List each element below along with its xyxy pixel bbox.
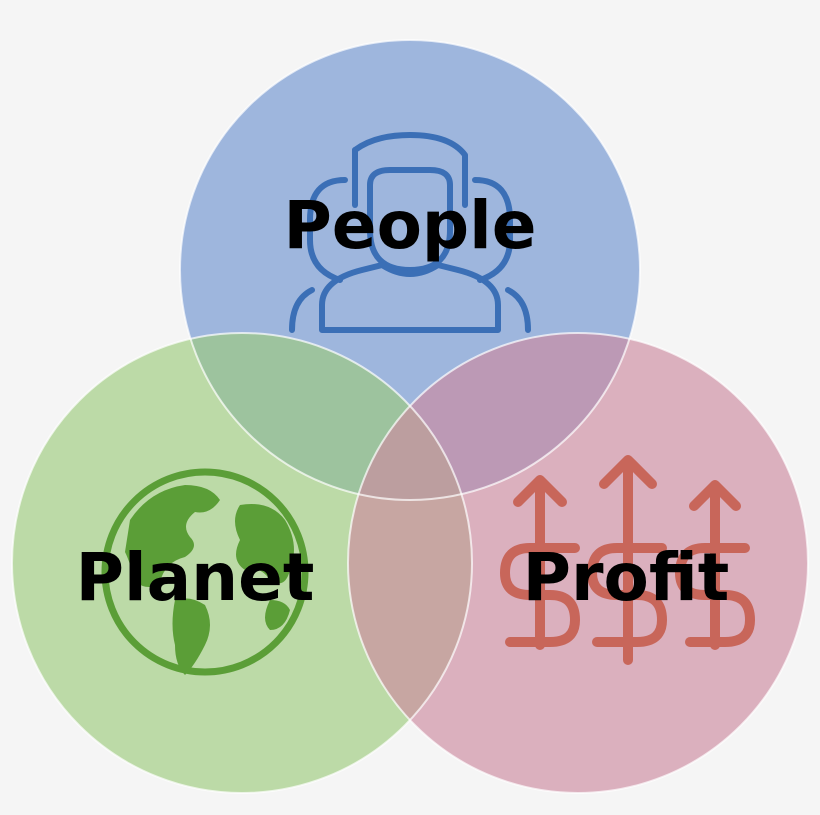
- planet-label: Planet: [76, 539, 315, 616]
- people-label: People: [283, 187, 536, 264]
- profit-label: Profit: [523, 539, 730, 616]
- venn-circles: [11, 39, 809, 794]
- people-group-icon: [289, 132, 531, 333]
- profit-circle: [348, 333, 808, 793]
- rising-dollars-icon: [500, 455, 755, 665]
- profit-circle-outline: [347, 332, 809, 794]
- globe-icon: [101, 468, 309, 676]
- planet-circle-outline: [11, 332, 473, 794]
- people-circle-outline: [179, 39, 641, 501]
